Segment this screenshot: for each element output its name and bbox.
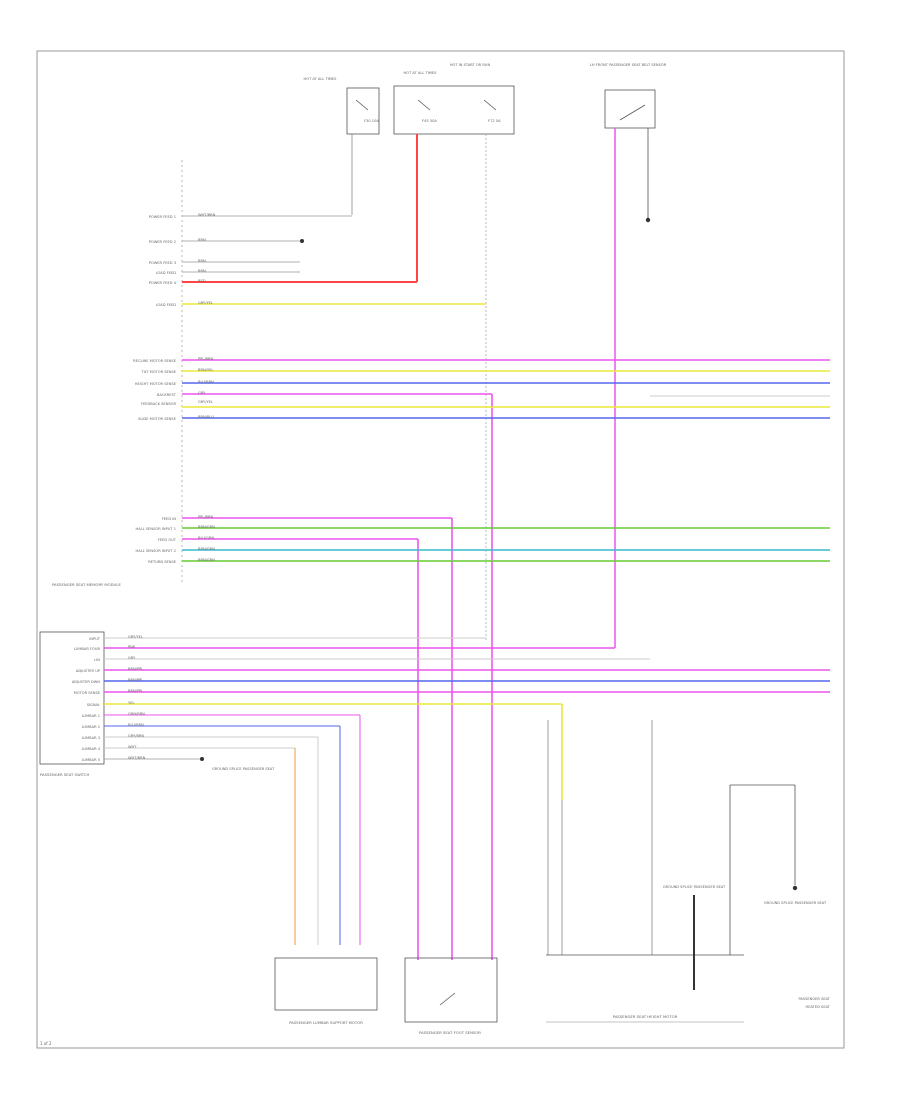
ground-point-right	[792, 885, 798, 891]
module-lower: PASSENGER SEAT SWITCH	[39, 631, 105, 777]
wire-code-upper: RED	[198, 279, 206, 283]
wire-code-lower: WHT/BRN	[128, 756, 146, 760]
bottom-component-1-title: PASSENGER LUMBAR SUPPORT MOTOR	[289, 1020, 363, 1025]
side-label-2: HEATED SEAT	[806, 1005, 831, 1009]
pin-label-upper: BACKREST	[157, 393, 177, 397]
module-lower-pin-list: INPUT GRY/YEL LUMBAR FOUR PNK LIN GRY ADJUSTER…	[72, 635, 146, 762]
bottom-component-1: PASSENGER LUMBAR SUPPORT MOTOR	[274, 957, 378, 1025]
ground-label-1: GROUND SPLICE PASSENGER SEAT	[212, 767, 275, 771]
wire-code-lower: PNK	[128, 645, 136, 649]
pin-label-upper: HALL SENSOR INPUT 1	[136, 527, 176, 531]
fuse-3-label: F72 5A	[488, 119, 501, 123]
pin-label-upper: HALL SENSOR INPUT 2	[136, 549, 176, 553]
top-component-4: LH FRONT PASSENGER SEAT BELT SENSOR	[590, 63, 667, 129]
wire-code-upper: BRN/GRN	[198, 547, 215, 551]
wire-code-upper: BRN	[198, 259, 206, 263]
wire-code-lower: GRY/BRN	[128, 734, 144, 738]
top-component-2-title: HOT AT ALL TIMES	[404, 71, 438, 75]
bottom-component-2: PASSENGER SEAT FOOT SENSOR	[404, 957, 498, 1035]
pin-label-upper: RECLINE MOTOR SENSE	[133, 359, 177, 363]
ground-point-top	[645, 217, 651, 223]
top-component-3-title: HOT IN START OR RUN	[450, 63, 491, 67]
wire-code-upper: BRN	[198, 269, 206, 273]
pin-label-lower: LIN	[94, 658, 100, 662]
wire-code-upper: PPL/BRN	[198, 515, 214, 519]
top-component-2: HOT AT ALL TIMES HOT IN START OR RUN F45…	[393, 63, 515, 135]
module-upper: PASSENGER SEAT MEMORY MODULE	[52, 160, 183, 587]
fuse-2-label: F45 30A	[422, 119, 437, 123]
ground-label-3: GROUND SPLICE PASSENGER SEAT	[663, 885, 726, 889]
wire-code-lower: BRN/PPL	[128, 689, 143, 693]
wire-code-upper: BRN/BLU	[198, 415, 214, 419]
pin-label-upper: LOAD FEED	[156, 271, 177, 275]
wire-code-upper: BRN/YEL	[198, 368, 213, 372]
module-upper-pin-list: POWER FEED 1 WHT/BRN POWER FEED 2 BRN POWER …	[133, 213, 215, 564]
pin-label-lower: ADJUSTER DWN	[72, 680, 101, 684]
pin-label-lower: LUMBAR 3	[82, 736, 100, 740]
top-component-1-title: HOT AT ALL TIMES	[304, 77, 338, 81]
module-upper-title: PASSENGER SEAT MEMORY MODULE	[52, 582, 121, 587]
wire-code-upper: BLU/BRN	[198, 380, 214, 384]
pin-label-upper: LOAD FEED	[156, 303, 177, 307]
module-lower-title: PASSENGER SEAT SWITCH	[40, 772, 90, 777]
wire-code-upper: BRN/GRN	[198, 558, 215, 562]
pin-label-lower: ADJUSTER UP	[76, 669, 101, 673]
pin-label-lower: INPUT	[89, 637, 101, 641]
ground-point-lower	[200, 757, 204, 761]
pin-label-upper: FEED OUT	[158, 538, 177, 542]
pin-label-lower: LUMBAR 1	[82, 714, 100, 718]
pin-label-lower: MOTOR SENSE	[74, 691, 101, 695]
ground-point-2	[300, 239, 304, 243]
pin-label-lower: LUMBAR 4	[82, 747, 101, 751]
wire-code-lower: BRN/PPL	[128, 667, 143, 671]
wire-code-upper: PPL/BRN	[198, 357, 214, 361]
pin-label-lower: LUMBAR 5	[82, 758, 100, 762]
diagram-frame	[36, 50, 845, 1049]
wire-code-upper: GRY	[198, 391, 206, 395]
pin-label-upper: HEIGHT MOTOR SENSE	[135, 382, 177, 386]
pin-label-lower: LUMBAR 2	[82, 725, 100, 729]
pin-label-upper: POWER FEED 2	[149, 240, 176, 244]
wire-code-lower: BRN/PPL	[128, 678, 143, 682]
top-component-4-title: LH FRONT PASSENGER SEAT BELT SENSOR	[590, 63, 667, 67]
wire-code-upper: BLU/GRN	[198, 536, 214, 540]
wire-code-lower: WHT	[128, 745, 137, 749]
top-component-1: HOT AT ALL TIMES F30 10A	[304, 77, 380, 135]
pin-label-upper: POWER FEED 1	[149, 215, 176, 219]
pin-label-upper: SLIDE MOTOR SENSE	[138, 417, 177, 421]
pin-label-lower: SIGNAL	[87, 703, 100, 707]
side-label-1: PASSENGER SEAT	[798, 997, 830, 1001]
ground-label-2: GROUND SPLICE PASSENGER SEAT	[764, 901, 827, 905]
pin-label-upper: RETURN SENSE	[148, 560, 176, 564]
footer-ref: 1 of 2	[40, 1041, 52, 1046]
wire-code-upper: BRN/GRN	[198, 525, 215, 529]
wire-code-lower: ORN/BRN	[128, 712, 145, 716]
wire-code-upper: WHT/BRN	[198, 213, 216, 217]
wire-code-lower: BLU/BRN	[128, 723, 144, 727]
bottom-component-3-title: PASSENGER SEAT HEIGHT MOTOR	[613, 1014, 678, 1019]
wire-code-lower: GRY/YEL	[128, 635, 143, 639]
wire-code-upper: GRY/YEL	[198, 400, 213, 404]
pin-label-upper: TILT MOTOR SENSE	[141, 370, 177, 374]
fuse-1-label: F30 10A	[364, 119, 379, 123]
pin-label-upper: FEEDBACK SENSOR	[141, 402, 177, 406]
bottom-component-2-title: PASSENGER SEAT FOOT SENSOR	[419, 1030, 481, 1035]
wire-code-upper: BRN	[198, 238, 206, 242]
wire-code-lower: YEL	[128, 701, 134, 705]
wire-code-lower: GRY	[128, 656, 136, 660]
pin-label-lower: LUMBAR FOUR	[74, 647, 101, 651]
pin-label-upper: FEED IN	[162, 517, 177, 521]
wire-code-upper: GRY/YEL	[198, 301, 213, 305]
pin-label-upper: POWER FEED 3	[149, 261, 176, 265]
pin-label-upper: POWER FEED 4	[149, 281, 177, 285]
